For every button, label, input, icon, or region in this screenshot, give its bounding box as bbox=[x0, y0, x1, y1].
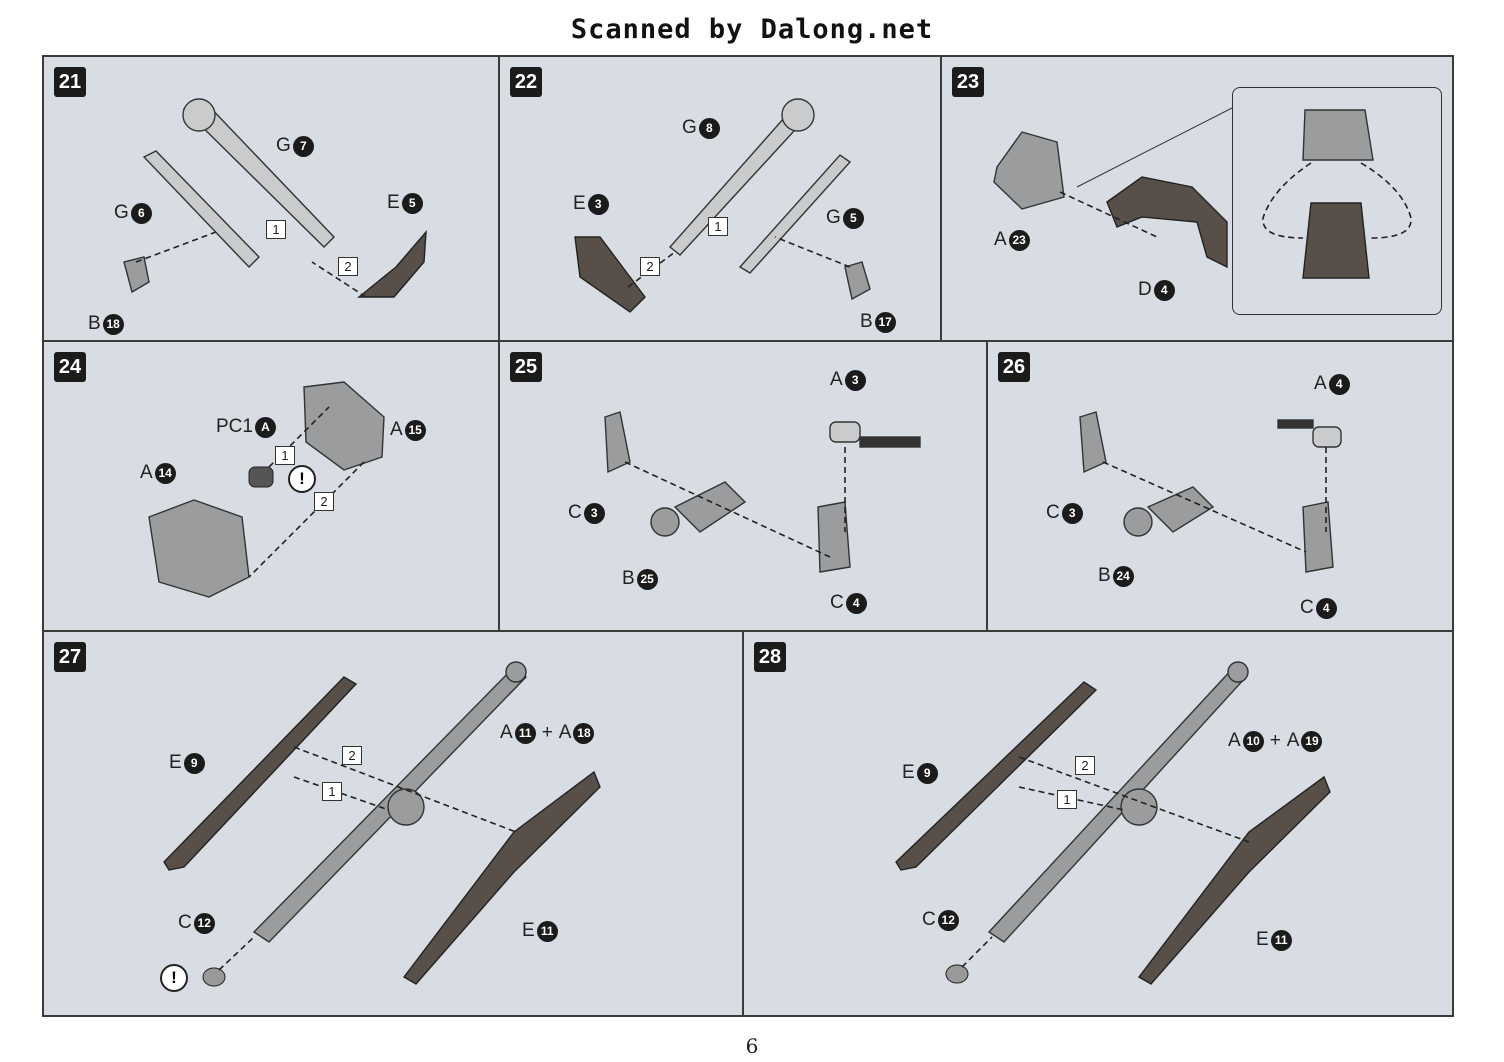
caution-icon: ! bbox=[288, 465, 316, 493]
part-a11-a18 bbox=[252, 661, 528, 943]
step-24-illustration bbox=[148, 381, 385, 598]
step-number: 27 bbox=[54, 642, 86, 672]
order-marker-2: 2 bbox=[640, 257, 660, 276]
part-a10-a19 bbox=[987, 661, 1249, 943]
order-marker-2: 2 bbox=[314, 492, 334, 511]
step-23-illustration bbox=[993, 106, 1235, 269]
part-a3 bbox=[829, 421, 921, 448]
detail-inset bbox=[1232, 87, 1442, 315]
step-21-illustration bbox=[123, 98, 427, 298]
part-e11 bbox=[1137, 775, 1331, 985]
part-e5 bbox=[357, 229, 427, 298]
part-e3 bbox=[574, 236, 646, 313]
part-c12 bbox=[945, 964, 969, 984]
order-marker-2: 2 bbox=[1075, 756, 1095, 775]
order-marker-2: 2 bbox=[338, 257, 358, 276]
part-a23 bbox=[993, 131, 1065, 210]
step-25-illustration bbox=[604, 411, 921, 573]
step-26-illustration bbox=[1079, 411, 1342, 573]
step-number: 28 bbox=[754, 642, 786, 672]
part-c3 bbox=[604, 411, 631, 474]
scan-credit-header: Scanned by Dalong.net bbox=[570, 14, 934, 45]
order-marker-1: 1 bbox=[708, 217, 728, 236]
part-b25 bbox=[650, 481, 747, 537]
part-a15 bbox=[303, 381, 385, 471]
part-c3 bbox=[1079, 411, 1107, 474]
part-e9 bbox=[163, 676, 358, 871]
order-marker-1: 1 bbox=[266, 220, 286, 239]
part-g5 bbox=[738, 154, 852, 274]
step-number: 24 bbox=[54, 352, 86, 382]
step-22-illustration bbox=[574, 98, 871, 313]
step-number: 25 bbox=[510, 352, 542, 382]
order-marker-1: 1 bbox=[275, 446, 295, 465]
part-b24 bbox=[1123, 486, 1215, 537]
detail-inset-illustration bbox=[1262, 109, 1412, 279]
step-number: 21 bbox=[54, 67, 86, 97]
step-number: 23 bbox=[952, 67, 984, 97]
part-pc1-a bbox=[248, 466, 274, 488]
part-a4 bbox=[1277, 419, 1342, 448]
part-g6 bbox=[142, 150, 260, 269]
part-g7 bbox=[182, 98, 335, 248]
step-27-illustration bbox=[163, 661, 601, 987]
caution-icon: ! bbox=[160, 964, 188, 992]
part-b17 bbox=[844, 261, 871, 301]
part-c12 bbox=[202, 967, 226, 987]
part-b18 bbox=[123, 256, 150, 294]
step-28-illustration bbox=[895, 661, 1331, 985]
order-marker-1: 1 bbox=[1057, 790, 1077, 809]
order-marker-2: 2 bbox=[342, 746, 362, 765]
part-c4 bbox=[1302, 501, 1334, 573]
part-d4 bbox=[1106, 176, 1228, 269]
part-e9 bbox=[895, 681, 1098, 871]
step-number: 26 bbox=[998, 352, 1030, 382]
page-number: 6 bbox=[745, 1034, 759, 1058]
order-marker-1: 1 bbox=[322, 782, 342, 801]
part-e11 bbox=[402, 770, 601, 985]
part-g8 bbox=[668, 98, 815, 256]
part-a14 bbox=[148, 499, 250, 598]
step-number: 22 bbox=[510, 67, 542, 97]
